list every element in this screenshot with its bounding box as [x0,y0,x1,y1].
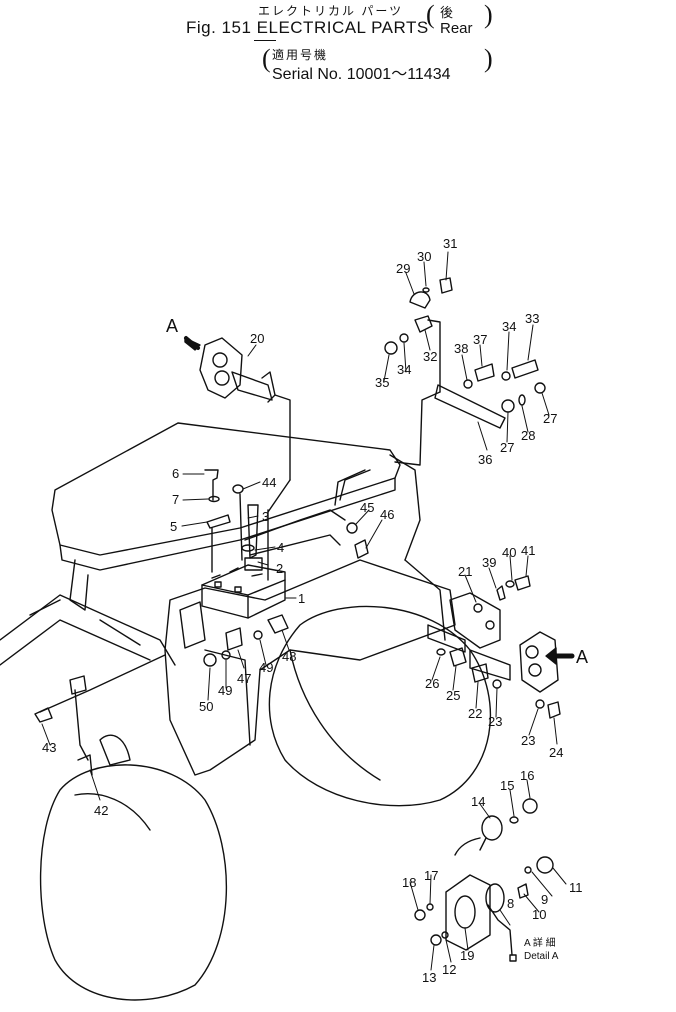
callout-34b: 34 [397,362,411,377]
detail-a-parts [414,798,554,962]
callout-49a: 49 [259,660,273,675]
tire-right [268,605,492,807]
callout-labels: 1 2 3 4 5 6 7 8 9 10 11 12 13 14 15 16 1… [42,236,588,985]
callout-11: 11 [569,880,583,895]
japanese-title: エレクトリカル パーツ [258,4,404,18]
callout-4: 4 [277,540,284,555]
callout-27b: 27 [500,440,514,455]
callout-33: 33 [525,311,539,326]
callout-7: 7 [172,492,179,507]
callout-10: 10 [532,907,546,922]
callout-13: 13 [422,970,436,985]
view-marker-right: A [576,647,588,667]
callout-20: 20 [250,331,264,346]
callout-15: 15 [500,778,514,793]
battery-box [201,564,286,619]
paren-right-position: ) [484,0,493,29]
callout-3: 3 [262,509,269,524]
callout-5: 5 [170,519,177,534]
detail-label: Detail A [524,951,559,962]
callout-8: 8 [507,896,514,911]
callout-1: 1 [298,591,305,606]
fender-body-outline [0,422,446,666]
callout-30: 30 [417,249,431,264]
callout-6: 6 [172,466,179,481]
callout-34a: 34 [502,319,516,334]
callout-46: 46 [380,507,394,522]
callout-41: 41 [521,543,535,558]
rear-lamp-right-assembly [427,575,559,693]
callout-27a: 27 [543,411,557,426]
callout-42: 42 [94,803,108,818]
callout-48: 48 [282,649,296,664]
japanese-serial-label: 適用号機 [272,48,329,62]
callout-37: 37 [473,332,487,347]
axle-mount-bracket [179,601,289,667]
callout-25: 25 [446,688,460,703]
callout-32: 32 [423,349,437,364]
callout-26: 26 [425,676,439,691]
callout-31: 31 [443,236,457,251]
callout-2: 2 [276,561,283,576]
battery-hardware [204,469,269,581]
view-marker-left: A [166,316,178,336]
callout-39: 39 [482,555,496,570]
callout-9: 9 [541,892,548,907]
callout-29: 29 [396,261,410,276]
tire-left [39,764,228,1001]
rear-lamp-left-assembly [199,337,291,513]
lamp-fasteners-lower [436,647,561,719]
paren-left-position: ( [426,0,435,29]
callout-28: 28 [521,428,535,443]
callout-45: 45 [360,500,374,515]
callout-17: 17 [424,868,438,883]
callout-18: 18 [402,875,416,890]
axle-housing [164,559,456,776]
callout-16: 16 [520,768,534,783]
side-cables [34,654,166,776]
position-label: Rear [440,20,473,37]
callout-24: 24 [549,745,563,760]
header-rule [254,40,276,41]
callout-19: 19 [460,948,474,963]
relay-fittings [346,522,369,559]
callout-43: 43 [42,740,56,755]
callout-22: 22 [468,706,482,721]
callout-23a: 23 [488,714,502,729]
callout-40: 40 [502,545,516,560]
callout-50: 50 [199,699,213,714]
callout-38: 38 [454,341,468,356]
wire-harness [244,391,441,556]
paren-right-serial: ) [484,44,493,73]
japanese-position-label: 後 [440,5,454,20]
paren-left-serial: ( [262,44,271,73]
leader-lines [41,251,567,971]
callout-21: 21 [458,564,472,579]
callout-44: 44 [262,475,276,490]
detail-label-japanese: A 詳 細 [524,936,556,949]
serial-number-range: Serial No. 10001～11434 [272,66,451,83]
view-arrows [184,336,575,665]
callout-14: 14 [471,794,485,809]
callout-47: 47 [237,671,251,686]
callout-23b: 23 [521,733,535,748]
callout-36: 36 [478,452,492,467]
figure-title: Fig. 151 ELECTRICAL PARTS [186,18,429,37]
callout-35: 35 [375,375,389,390]
callout-12: 12 [442,962,456,977]
callout-49b: 49 [218,683,232,698]
